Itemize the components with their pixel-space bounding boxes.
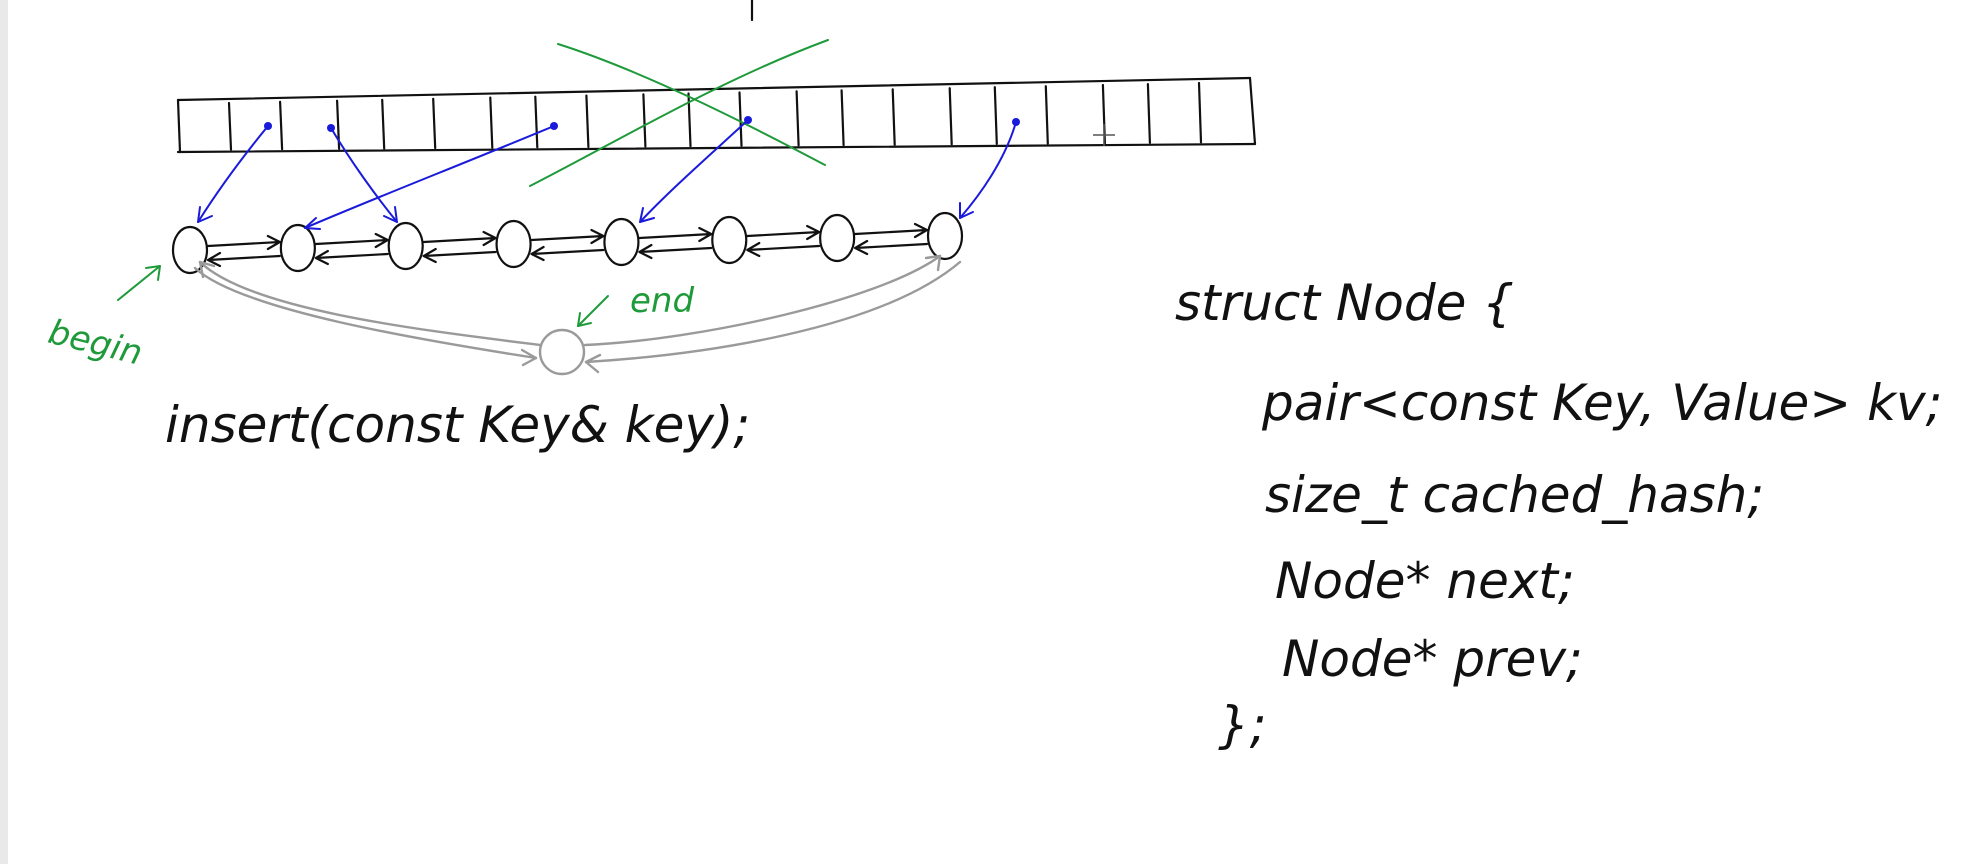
prev-link	[206, 251, 281, 268]
bucket-pointer-1-head	[197, 206, 213, 223]
next-link	[422, 230, 497, 247]
prev-link	[314, 249, 389, 266]
sentinel-link-to-last-head	[584, 353, 602, 374]
bucket-array-left-edge	[176, 98, 182, 154]
bucket-pointer-5-dot	[1012, 118, 1020, 126]
sentinel-link-to-last	[584, 260, 962, 364]
bucket-cell-divider	[642, 93, 647, 148]
begin-label: begin	[44, 312, 146, 374]
bucket-cell-divider	[534, 95, 539, 149]
code-line-6: };	[1218, 696, 1267, 754]
bucket-pointer-4	[639, 119, 749, 223]
end-label: end	[630, 281, 694, 321]
next-link	[314, 232, 389, 249]
bucket-pointer-2-dot	[327, 124, 335, 132]
sentinel-node-group	[193, 254, 962, 376]
list-node	[926, 211, 964, 261]
next-link	[746, 224, 821, 241]
bucket-cell-divider	[432, 97, 437, 150]
crosshair-cursor-icon	[1093, 124, 1115, 146]
prev-link	[422, 247, 497, 264]
bucket-array	[176, 76, 1257, 154]
list-node	[387, 221, 424, 271]
bucket-pointer-3	[304, 125, 555, 229]
bucket-cell-divider	[279, 100, 284, 151]
sentinel-link-from-last	[583, 254, 942, 347]
bucket-pointer-5-head	[959, 202, 974, 219]
bucket-cell-divider	[227, 101, 233, 151]
linked-list	[171, 211, 964, 275]
bucket-cell-divider	[738, 91, 743, 147]
window-left-edge	[0, 0, 8, 864]
bucket-pointer-3-dot	[550, 122, 558, 130]
bucket-pointer-4-head	[639, 207, 655, 223]
cross-stroke-2	[529, 39, 829, 187]
next-link	[206, 234, 281, 251]
bucket-cell-divider	[891, 88, 896, 146]
bucket-cell-divider	[1146, 83, 1151, 144]
list-node	[171, 225, 209, 275]
bucket-pointer-2	[330, 127, 398, 223]
next-link	[854, 222, 929, 239]
prev-link	[746, 241, 821, 258]
bucket-cell-divider	[1197, 81, 1203, 144]
bucket-cell-divider	[489, 96, 494, 149]
sentinel-link-from-first	[193, 266, 538, 360]
sentinel-link-to-first	[198, 260, 542, 347]
insert-signature: insert(const Key& key);	[165, 396, 750, 454]
sentinel-link-to-first-head	[198, 260, 216, 279]
list-node	[279, 223, 316, 273]
list-node	[819, 213, 856, 263]
list-node	[603, 217, 640, 267]
list-links	[206, 222, 929, 268]
prev-link	[530, 245, 605, 262]
bucket-pointer-3-head	[304, 217, 321, 230]
prev-link	[854, 239, 929, 256]
bucket-pointers	[197, 116, 1020, 230]
code-line-2: pair<const Key, Value> kv;	[1261, 374, 1942, 432]
bucket-cell-divider	[1044, 85, 1049, 145]
sentinel-link-from-first-head	[520, 348, 538, 367]
end-arrow	[577, 295, 609, 327]
bucket-pointer-1-dot	[264, 122, 272, 130]
bucket-pointer-1	[197, 125, 269, 223]
bucket-pointer-4-dot	[744, 116, 752, 124]
struct-node-code: struct Node { pair<const Key, Value> kv;…	[1175, 274, 1942, 754]
list-node	[495, 219, 532, 269]
next-link	[530, 228, 605, 245]
begin-arrow-head	[145, 265, 161, 281]
bucket-cell-divider	[840, 89, 845, 147]
begin-arrow	[117, 265, 161, 301]
cross-stroke-1	[557, 43, 826, 166]
code-line-5: Node* prev;	[1282, 630, 1583, 688]
code-line-3: size_t cached_hash;	[1265, 466, 1764, 524]
bucket-cell-divider	[795, 90, 800, 147]
bucket-pointer-2-head	[383, 206, 398, 223]
end-arrow-head	[577, 312, 592, 327]
bucket-pointer-5	[959, 121, 1017, 219]
sentinel-link-from-last-head	[924, 254, 942, 272]
bucket-cell-divider	[948, 87, 953, 146]
list-node	[711, 215, 748, 265]
code-line-4: Node* next;	[1275, 552, 1575, 610]
bucket-cell-divider	[381, 98, 386, 150]
prev-link	[638, 243, 713, 260]
crossed-out-region	[529, 39, 829, 187]
bucket-cell-divider	[993, 86, 998, 145]
sentinel-node	[538, 328, 586, 376]
bucket-array-right-edge	[1248, 76, 1257, 146]
next-link	[638, 226, 713, 243]
code-line-1: struct Node {	[1175, 274, 1514, 332]
bucket-cell-divider	[585, 94, 590, 149]
